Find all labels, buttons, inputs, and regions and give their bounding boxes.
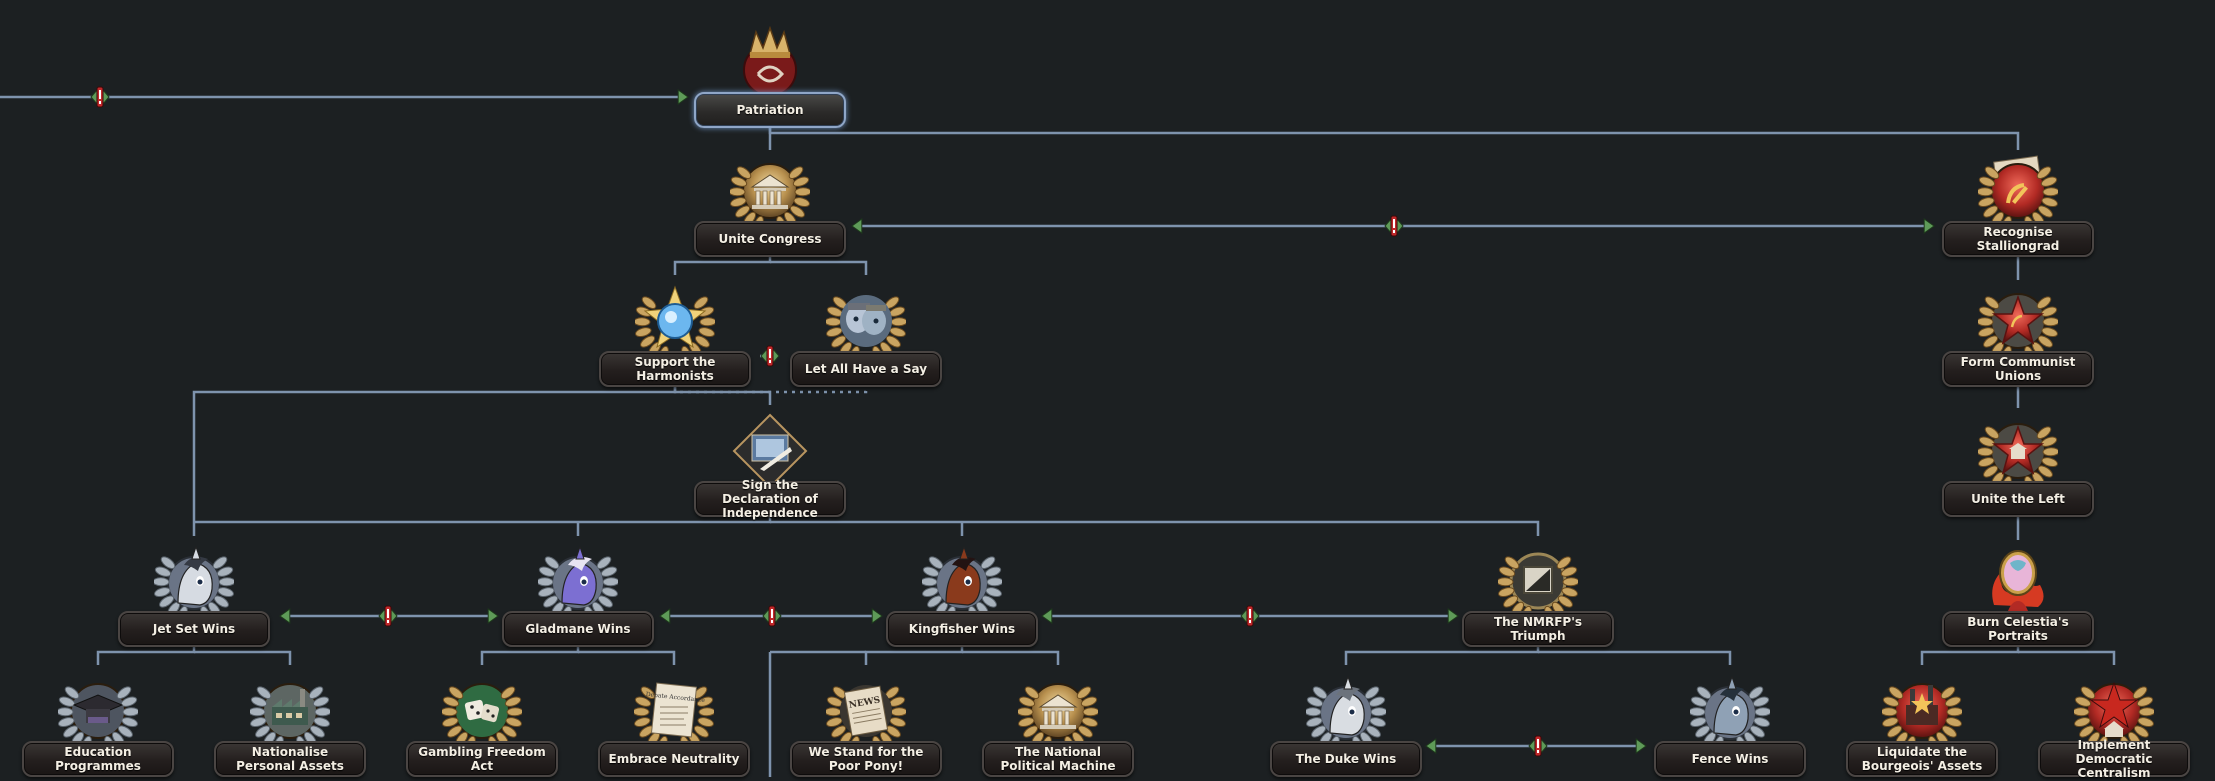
focus-sign-declaration[interactable]: Sign the Declaration of Independence — [690, 411, 850, 521]
focus-embrace-neutrality[interactable]: Debate Accordance Embrace Neutrality — [594, 671, 754, 781]
focus-label: Unite Congress — [694, 221, 846, 257]
focus-fence-wins[interactable]: Fence Wins — [1650, 671, 1810, 781]
kingfisher-pony-icon — [922, 541, 1002, 621]
focus-education-programmes[interactable]: Education Programmes — [18, 671, 178, 781]
focus-nmrfp-triumph[interactable]: The NMRFP's Triumph — [1458, 541, 1618, 651]
focus-label: Gambling Freedom Act — [406, 741, 558, 777]
arrow-right-icon — [1448, 609, 1458, 623]
arrow-left-icon — [1426, 739, 1436, 753]
focus-label: Liquidate the Bourgeois' Assets — [1846, 741, 1998, 777]
focus-recognise-stalliongrad[interactable]: Recognise Stalliongrad — [1938, 151, 2098, 261]
newspaper-icon: NEWS — [826, 671, 906, 751]
focus-label: The Duke Wins — [1270, 741, 1422, 777]
focus-label: Jet Set Wins — [118, 611, 270, 647]
gladmane-pony-icon — [538, 541, 618, 621]
focus-support-harmonists[interactable]: Support the Harmonists — [595, 281, 755, 391]
fence-pony-icon — [1690, 671, 1770, 751]
mutually-exclusive-icon — [761, 346, 779, 366]
focus-burn-celestia[interactable]: Burn Celestia's Portraits — [1938, 541, 2098, 651]
focus-label: Embrace Neutrality — [598, 741, 750, 777]
focus-label: We Stand for the Poor Pony! — [790, 741, 942, 777]
neutrality-document-icon: Debate Accordance — [634, 671, 714, 751]
focus-label: The National Political Machine — [982, 741, 1134, 777]
focus-kingfisher-wins[interactable]: Kingfisher Wins — [882, 541, 1042, 651]
focus-liquidate-assets[interactable]: Liquidate the Bourgeois' Assets — [1842, 671, 2002, 781]
focus-unite-congress[interactable]: Unite Congress — [690, 151, 850, 261]
red-star-icon — [1978, 281, 2058, 361]
focus-label: Form Communist Unions — [1942, 351, 2094, 387]
factory-icon — [250, 671, 330, 751]
focus-label: Unite the Left — [1942, 481, 2094, 517]
arrow-left-icon — [852, 219, 862, 233]
red-factory-icon — [1882, 671, 1962, 751]
hammer-sickle-document-icon — [1978, 151, 2058, 231]
arrow-right-icon — [872, 609, 882, 623]
focus-let-all-have-say[interactable]: Let All Have a Say — [786, 281, 946, 391]
focus-label: Patriation — [694, 92, 846, 128]
arrow-left-icon — [660, 609, 670, 623]
red-star-building-icon — [1978, 411, 2058, 491]
focus-label: Education Programmes — [22, 741, 174, 777]
arrow-left-icon — [1042, 609, 1052, 623]
duke-pony-icon — [1306, 671, 1386, 751]
focus-jet-set-wins[interactable]: Jet Set Wins — [114, 541, 274, 651]
focus-label: Fence Wins — [1654, 741, 1806, 777]
focus-label: Sign the Declaration of Independence — [694, 481, 846, 517]
focus-label: Let All Have a Say — [790, 351, 942, 387]
capitol-building-icon — [730, 151, 810, 231]
graduation-cap-icon — [58, 671, 138, 751]
focus-unite-the-left[interactable]: Unite the Left — [1938, 411, 2098, 521]
crown-icon — [730, 22, 810, 102]
focus-gambling-freedom[interactable]: Gambling Freedom Act — [402, 671, 562, 781]
focus-label: Gladmane Wins — [502, 611, 654, 647]
focus-gladmane-wins[interactable]: Gladmane Wins — [498, 541, 658, 651]
focus-duke-wins[interactable]: The Duke Wins — [1266, 671, 1426, 781]
arrow-right-icon — [1924, 219, 1934, 233]
focus-label: Kingfisher Wins — [886, 611, 1038, 647]
focus-label: Recognise Stalliongrad — [1942, 221, 2094, 257]
burning-portrait-icon — [1978, 541, 2058, 621]
arrow-left-icon — [280, 609, 290, 623]
capitol-document-icon — [1018, 671, 1098, 751]
dice-icon — [442, 671, 522, 751]
focus-nationalise-assets[interactable]: Nationalise Personal Assets — [210, 671, 370, 781]
mutually-exclusive-icon — [1241, 606, 1259, 626]
mutually-exclusive-icon — [1385, 216, 1403, 236]
arrow-right-icon — [678, 90, 688, 104]
faction-flag-icon — [1498, 541, 1578, 621]
harmony-orb-icon — [635, 281, 715, 361]
mutually-exclusive-icon — [379, 606, 397, 626]
focus-label: Support the Harmonists — [599, 351, 751, 387]
focus-label: Burn Celestia's Portraits — [1942, 611, 2094, 647]
focus-label: Nationalise Personal Assets — [214, 741, 366, 777]
pony-group-icon — [826, 281, 906, 361]
arrow-right-icon — [1636, 739, 1646, 753]
focus-label: The NMRFP's Triumph — [1462, 611, 1614, 647]
mutually-exclusive-icon — [763, 606, 781, 626]
focus-political-machine[interactable]: The National Political Machine — [978, 671, 1138, 781]
focus-poor-pony[interactable]: NEWS We Stand for the Poor Pony! — [786, 671, 946, 781]
mutually-exclusive-icon — [1529, 736, 1547, 756]
jet-set-pony-icon — [154, 541, 234, 621]
mutually-exclusive-icon — [91, 87, 109, 107]
focus-patriation[interactable]: Patriation — [690, 22, 850, 132]
focus-label: Implement Democratic Centralism — [2038, 741, 2190, 777]
arrow-right-icon — [488, 609, 498, 623]
focus-form-communist-unions[interactable]: Form Communist Unions — [1938, 281, 2098, 391]
focus-democratic-centralism[interactable]: Implement Democratic Centralism — [2034, 671, 2194, 781]
